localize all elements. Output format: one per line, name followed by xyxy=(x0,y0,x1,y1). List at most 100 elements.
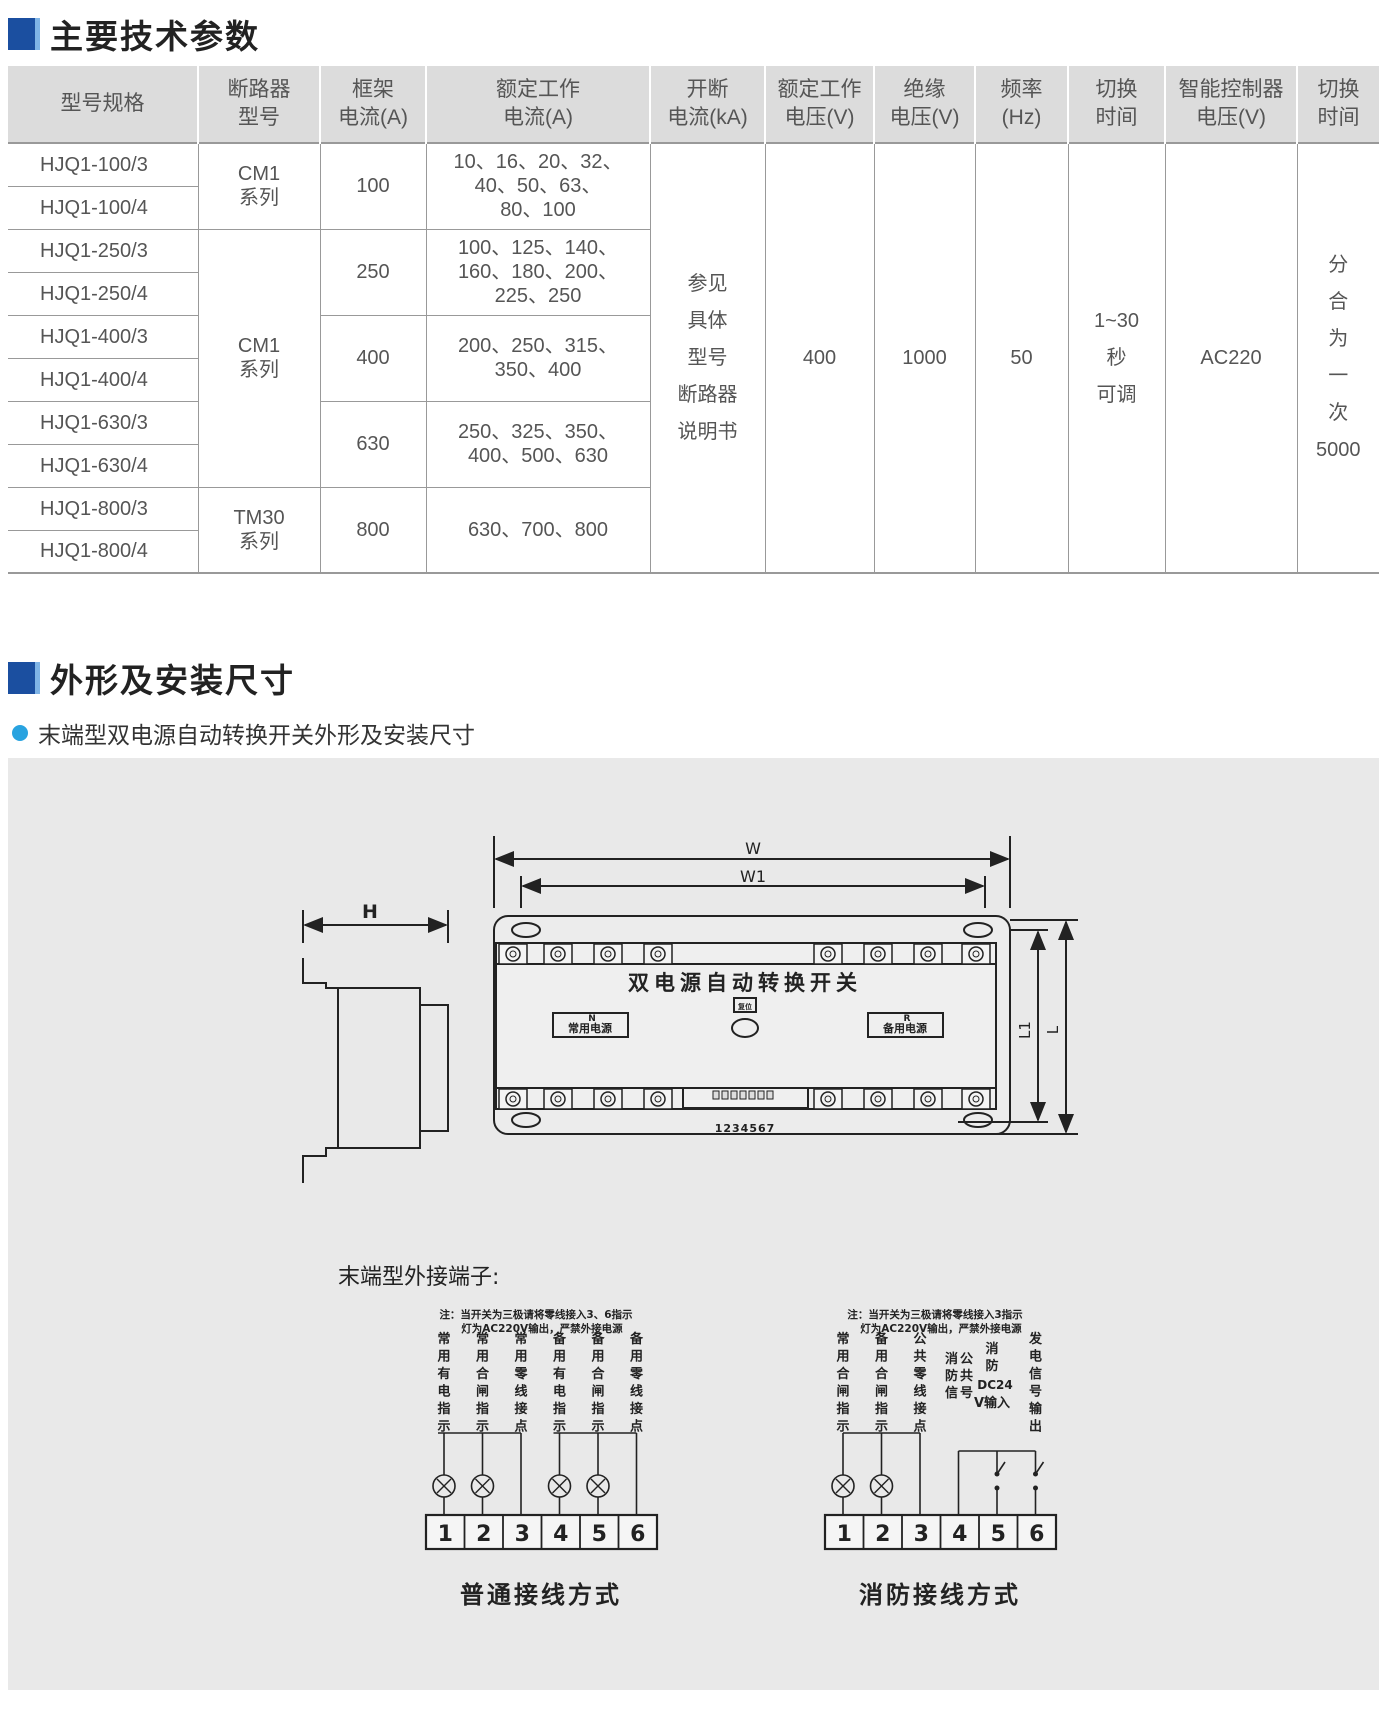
table-row: HJQ1-630/3 630 250、325、350、400、500、630 xyxy=(8,400,1379,487)
terminal-label-char: 点 xyxy=(913,1419,926,1435)
rated-current-cell: 630、700、800 xyxy=(425,486,650,573)
terminal-screw-icon xyxy=(593,1088,623,1110)
terminal-number: 6 xyxy=(1029,1522,1044,1547)
model-cell: HJQ1-800/4 xyxy=(8,529,198,573)
model-cell: HJQ1-100/4 xyxy=(8,185,198,229)
dim-w1-label: W1 xyxy=(740,867,766,886)
dip-pin xyxy=(712,1090,720,1100)
model-cell: HJQ1-400/4 xyxy=(8,357,198,401)
terminal-label-char: 合 xyxy=(836,1366,850,1382)
dim-l1-label: L1 xyxy=(1016,1021,1034,1039)
terminal-screw-icon xyxy=(863,943,893,965)
terminal-label-char: 点 xyxy=(630,1419,643,1435)
indicator-lamp-icon xyxy=(586,1474,610,1498)
normal-power-label: 常用电源 xyxy=(568,1021,612,1035)
terminal-label-char: 常 xyxy=(514,1331,527,1347)
terminal-label-char: 指 xyxy=(836,1401,849,1417)
terminal-number: 3 xyxy=(515,1522,530,1547)
table-row: HJQ1-250/4 xyxy=(8,271,1379,315)
section-title: 外形及安装尺寸 xyxy=(50,661,295,700)
section-heading-dimensions: 外形及安装尺寸 xyxy=(8,654,295,702)
indicator-lamp-icon xyxy=(831,1474,855,1498)
header-cell: 开断电流(kA) xyxy=(649,66,765,143)
terminal-label-char: 点 xyxy=(514,1419,527,1435)
terminal-number: 6 xyxy=(630,1522,645,1547)
terminal-screw-icon xyxy=(813,943,843,965)
terminal-label-char: 共 xyxy=(960,1368,973,1384)
terminal-label-char: 信 xyxy=(1029,1366,1042,1382)
reset-label: 复位 xyxy=(737,1002,752,1011)
dip-pin xyxy=(748,1090,756,1100)
terminal-label-char: 闸 xyxy=(591,1384,604,1400)
backup-power-label: 备用电源 xyxy=(882,1021,927,1035)
header-cell: 断路器型号 xyxy=(197,66,320,143)
terminal-label-char: 备 xyxy=(874,1331,889,1347)
terminal-label-char: 电 xyxy=(437,1384,450,1400)
terminal-number: 2 xyxy=(875,1522,890,1547)
rated-current-cell: 10、16、20、32、40、50、63、80、100 xyxy=(425,142,650,229)
dip-pin xyxy=(730,1090,738,1100)
drawing-panel: H xyxy=(8,758,1379,1690)
terminal-label-char: 线 xyxy=(913,1384,926,1400)
terminal-number: 2 xyxy=(476,1522,491,1547)
header-cell: 型号规格 xyxy=(8,66,198,143)
header-cell: 频率(Hz) xyxy=(974,66,1068,143)
model-cell: HJQ1-800/3 xyxy=(8,486,198,530)
table-row: HJQ1-800/4 xyxy=(8,529,1379,573)
terminal-number: 1 xyxy=(837,1522,852,1547)
terminal-label-char: V输入 xyxy=(974,1395,1010,1411)
terminal-label-char: 共 xyxy=(913,1349,926,1365)
subtitle: 末端型双电源自动转换开关外形及安装尺寸 xyxy=(38,723,475,749)
terminal-label-char: 指 xyxy=(875,1401,888,1417)
terminal-number-strip: 1234567 xyxy=(715,1122,776,1135)
terminal-label-char: 指 xyxy=(553,1401,566,1417)
terminal-label-char: 示 xyxy=(591,1420,604,1435)
controller-voltage-cell: AC220 xyxy=(1164,142,1297,573)
terminal-label-char: 号 xyxy=(1029,1385,1042,1400)
terminal-label-char: 防 xyxy=(985,1358,998,1374)
terminal-label-char: 用 xyxy=(513,1350,527,1365)
terminal-label-char: 输 xyxy=(1029,1401,1043,1417)
terminal-label-char: 闸 xyxy=(476,1384,489,1400)
header-cell: 额定工作电压(V) xyxy=(764,66,874,143)
terminal-label-char: 接 xyxy=(630,1401,643,1417)
terminal-label-char: 电 xyxy=(553,1384,566,1400)
switch-contact-icon xyxy=(1033,1461,1045,1491)
model-cell: HJQ1-630/3 xyxy=(8,400,198,444)
terminal-label-char: 有 xyxy=(437,1366,450,1382)
frame-current-cell: 800 xyxy=(319,486,426,573)
subtitle-line: 末端型双电源自动转换开关外形及安装尺寸 xyxy=(12,716,475,750)
terminal-label-char: 指 xyxy=(476,1401,489,1417)
dip-pin xyxy=(739,1090,747,1100)
terminal-label-char: 用 xyxy=(552,1350,566,1365)
dim-w-label: W xyxy=(745,839,761,858)
terminal-label-char: 零 xyxy=(912,1367,927,1382)
rated-voltage-cell: 400 xyxy=(764,142,874,573)
fire-wiring-diagram: 常用合闸指示备用合闸指示公共零线接点发电信号输出消防信公共号消防DC24V输入1… xyxy=(823,1331,1058,1551)
indicator-lamp-icon xyxy=(432,1474,456,1498)
table-row: HJQ1-400/4 xyxy=(8,357,1379,401)
frame-current-cell: 630 xyxy=(319,400,426,487)
terminal-screw-icon xyxy=(961,1088,991,1110)
dip-pin xyxy=(757,1090,765,1100)
section-title: 主要技术参数 xyxy=(50,17,260,56)
terminal-number: 4 xyxy=(553,1522,568,1547)
model-cell: HJQ1-250/4 xyxy=(8,271,198,315)
terminal-label-char: 接 xyxy=(913,1401,926,1417)
model-cell: HJQ1-400/3 xyxy=(8,314,198,358)
terminal-screw-icon xyxy=(643,1088,673,1110)
terminals-heading: 末端型外接端子: xyxy=(338,1265,499,1290)
spec-table: 型号规格 断路器型号 框架电流(A) 额定工作电流(A) 开断电流(kA) 额定… xyxy=(8,66,1379,574)
rated-current-cell: 250、325、350、400、500、630 xyxy=(425,400,650,487)
terminal-label-char: 线 xyxy=(630,1384,643,1400)
terminal-screw-icon xyxy=(643,943,673,965)
terminal-label-char: 合 xyxy=(591,1366,605,1382)
terminal-label-char: 用 xyxy=(629,1350,643,1365)
header-cell: 额定工作电流(A) xyxy=(425,66,650,143)
terminal-label-char: 常 xyxy=(437,1331,450,1347)
